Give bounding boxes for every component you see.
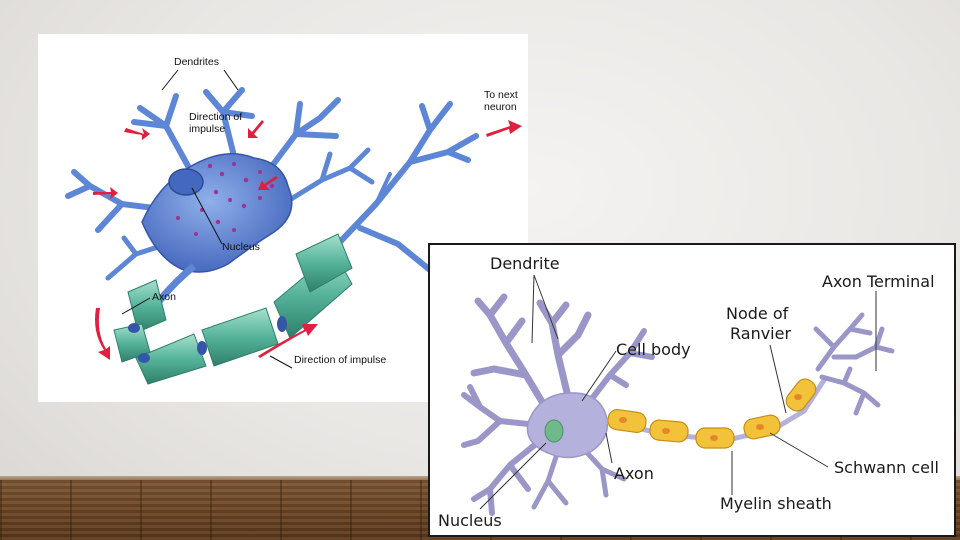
label-node-of-ranvier-1: Node of — [726, 304, 789, 323]
left-labels: Dendrites Direction of impulse To next n… — [152, 56, 518, 366]
leader-lines — [479, 274, 877, 510]
impulse-arrow-7 — [258, 324, 318, 358]
nissl-granules — [176, 162, 275, 236]
neuron-labeled-panel: Dendrite Axon Terminal Node of Ranvier C… — [428, 243, 956, 537]
impulse-arrow-6 — [95, 308, 110, 360]
axon-myelin — [113, 233, 353, 385]
nucleus-shape — [544, 419, 564, 443]
right-labels: Dendrite Axon Terminal Node of Ranvier C… — [438, 254, 939, 530]
label-schwann-cell: Schwann cell — [834, 458, 939, 477]
label-nucleus: Nucleus — [438, 511, 502, 530]
neuron-illustration: Dendrites Direction of impulse To next n… — [65, 56, 522, 385]
label-myelin-sheath: Myelin sheath — [720, 494, 832, 513]
cell-body-shape — [526, 392, 609, 459]
label-cell-body: Cell body — [616, 340, 691, 359]
cell-body — [141, 153, 293, 273]
impulse-arrows — [93, 120, 522, 360]
label-direction-top-2: impulse — [189, 123, 225, 135]
impulse-arrow-5 — [486, 120, 522, 137]
leader-lines — [121, 69, 293, 369]
label-axon-terminal: Axon Terminal — [822, 272, 935, 291]
label-dendrites: Dendrites — [174, 56, 219, 68]
nucleus — [168, 168, 204, 196]
impulse-arrow-3 — [248, 120, 264, 138]
label-axon: Axon — [614, 464, 654, 483]
impulse-arrow-1 — [124, 128, 150, 140]
nodes-of-ranvier — [128, 316, 287, 363]
axon-terminal-branches — [813, 312, 895, 416]
label-node-of-ranvier-2: Ranvier — [730, 324, 791, 343]
label-dendrite: Dendrite — [490, 254, 560, 273]
label-direction-bottom: Direction of impulse — [294, 354, 386, 366]
impulse-arrow-4 — [258, 176, 278, 190]
label-axon: Axon — [152, 291, 176, 303]
impulse-arrow-2 — [93, 187, 118, 199]
dendrite-tree — [461, 293, 655, 516]
neuron-labeled-diagram: Dendrite Axon Terminal Node of Ranvier C… — [438, 254, 939, 530]
label-next-neuron-1: To next — [484, 89, 518, 101]
label-next-neuron-2: neuron — [484, 101, 517, 113]
label-direction-top-1: Direction of — [189, 111, 242, 123]
schwann-nuclei — [619, 394, 802, 441]
label-nucleus: Nucleus — [222, 241, 260, 253]
